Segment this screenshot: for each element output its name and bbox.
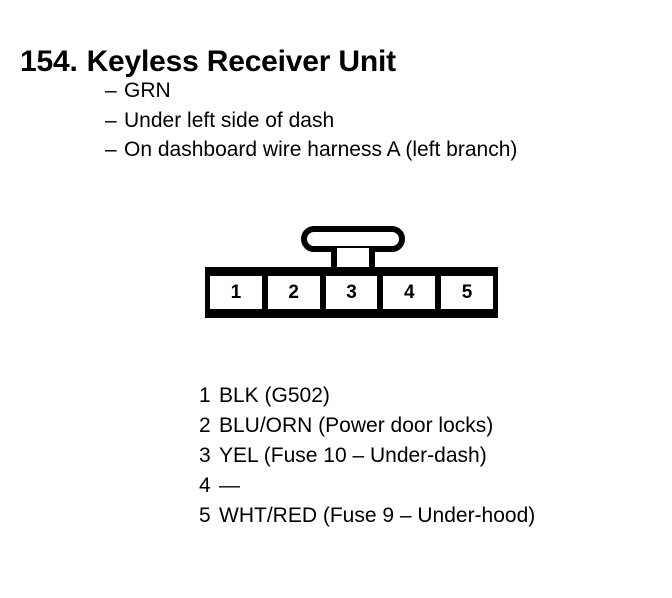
description-item-label: Under left side of dash xyxy=(124,108,335,132)
connector-cavity-5: 5 xyxy=(438,276,493,309)
connector-cavity-number: 4 xyxy=(404,282,415,303)
pin-number: 3 xyxy=(199,444,211,467)
description-item-wire-color: – GRN xyxy=(105,76,517,106)
description-item-label: GRN xyxy=(124,79,171,102)
connector-latch-leg-left-icon xyxy=(331,248,337,270)
pin-legend-row: 3 YEL (Fuse 10 – Under-dash) xyxy=(199,441,535,471)
pin-label: BLK (G502) xyxy=(219,384,330,407)
pin-label: — xyxy=(219,474,240,497)
section-title: Keyless Receiver Unit xyxy=(86,45,397,79)
pin-legend-row: 2 BLU/ORN (Power door locks) xyxy=(199,411,535,441)
connector-cavity-2: 2 xyxy=(264,276,323,309)
description-item-location: – Under left side of dash xyxy=(105,106,517,136)
pin-number: 1 xyxy=(199,384,211,407)
pin-legend-row: 4 — xyxy=(199,471,535,501)
connector-latch-gap xyxy=(337,248,369,268)
pin-legend-row: 1 BLK (G502) xyxy=(199,381,535,411)
pin-number: 5 xyxy=(199,504,211,527)
connector-latch-leg-right-icon xyxy=(369,248,375,270)
connector-shell: 1 2 3 4 5 xyxy=(205,267,498,318)
description-item-label: On dashboard wire harness A (left branch… xyxy=(124,138,518,161)
en-dash-bullet-icon: – xyxy=(105,138,117,161)
pin-number: 4 xyxy=(199,474,211,497)
connector-cavity-number: 3 xyxy=(346,282,357,303)
connector-cavity-3: 3 xyxy=(322,276,381,309)
connector-cavity-number: 1 xyxy=(230,282,242,303)
page-title: 154.Keyless Receiver Unit xyxy=(20,45,396,79)
connector-diagram: 1 2 3 4 5 xyxy=(205,226,498,318)
pin-label: WHT/RED (Fuse 9 – Under-hood) xyxy=(219,504,536,527)
connector-cavity-number: 2 xyxy=(288,282,299,303)
pin-label: YEL (Fuse 10 – Under-dash) xyxy=(219,444,487,467)
pin-label: BLU/ORN (Power door locks) xyxy=(219,414,494,437)
pin-number: 2 xyxy=(199,414,211,437)
en-dash-bullet-icon: – xyxy=(105,79,117,102)
connector-cavity-4: 4 xyxy=(380,276,439,309)
pin-legend-row: 5 WHT/RED (Fuse 9 – Under-hood) xyxy=(199,501,535,531)
connector-cavity-number: 5 xyxy=(461,282,473,303)
section-number: 154. xyxy=(20,45,78,79)
en-dash-bullet-icon: – xyxy=(105,108,117,132)
description-item-harness: – On dashboard wire harness A (left bran… xyxy=(105,135,517,165)
description-list: – GRN – Under left side of dash – On das… xyxy=(105,76,517,165)
pin-legend: 1 BLK (G502) 2 BLU/ORN (Power door locks… xyxy=(199,381,535,531)
connector-cavity-1: 1 xyxy=(210,276,265,309)
